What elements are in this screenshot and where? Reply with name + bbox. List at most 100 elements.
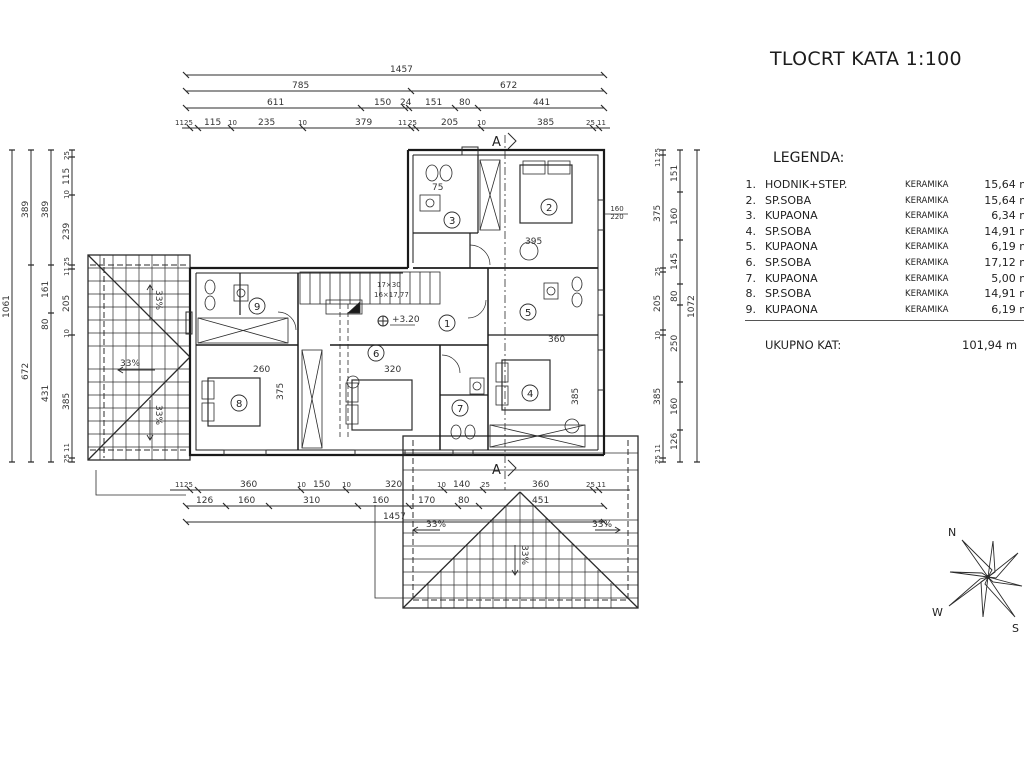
dim-label: 24	[400, 98, 412, 108]
room-number-4: 4	[527, 389, 533, 400]
section-label-bottom: A	[492, 463, 501, 478]
legend-material: KERAMIKA	[905, 226, 949, 237]
building-walls	[188, 148, 606, 457]
compass-north: N	[948, 526, 956, 539]
legend-material: KERAMIKA	[905, 289, 949, 300]
dim-label: 140	[453, 480, 470, 490]
dim-label: 80	[459, 98, 471, 108]
legend-num: 2.	[745, 193, 757, 207]
dim-total-width: 1457	[390, 65, 413, 75]
beds	[201, 160, 573, 431]
legend-room: SP.SOBA	[765, 255, 812, 269]
dim-label: 115	[204, 118, 221, 128]
legend-num: 7.	[745, 271, 757, 285]
drawing-title: TLOCRT KATA 1:100	[770, 48, 962, 70]
legend-total-label: UKUPNO KAT:	[765, 338, 842, 352]
dim-label: 170	[418, 496, 435, 506]
dim-label: 672	[21, 363, 31, 380]
dim-label: 205	[441, 118, 458, 128]
dim-label: 25	[654, 455, 662, 464]
legend-area: 15,64 m	[984, 193, 1024, 207]
dim-label: 151	[670, 165, 680, 182]
compass-labels: N W S	[932, 526, 1019, 635]
legend-room: KUPAONA	[765, 209, 818, 223]
dim-total-width-bottom: 1457	[383, 512, 406, 522]
compass-west: W	[932, 606, 943, 619]
left-roof	[87, 254, 191, 496]
legend-material: KERAMIKA	[905, 211, 949, 222]
compass-rose-icon	[948, 539, 1023, 618]
dim-label: 80	[670, 290, 680, 302]
legend-total-value: 101,94 m	[962, 338, 1018, 352]
dim-label: 10	[63, 329, 71, 338]
dim-label: 239	[62, 223, 72, 240]
slope-arrows	[117, 284, 621, 576]
dim-label: 250	[670, 335, 680, 352]
legend-material: KERAMIKA	[905, 180, 949, 190]
dim-label: 389	[21, 201, 31, 218]
legend-num: 5.	[745, 240, 757, 254]
dim-label: 150	[313, 480, 330, 490]
dim-label: 25	[654, 267, 662, 276]
dim-label: 11	[175, 481, 184, 489]
dim-label: 672	[500, 81, 517, 91]
dim-label: 205	[653, 295, 663, 312]
doors	[277, 244, 491, 374]
dim-label: 611	[267, 98, 284, 108]
room-dim: 395	[525, 237, 542, 247]
room-number-7: 7	[457, 404, 463, 415]
dim-label: 389	[41, 201, 51, 218]
legend-material: KERAMIKA	[905, 257, 949, 268]
legend-num: 8.	[745, 287, 757, 301]
dim-label: 11	[398, 119, 407, 127]
room-dim: 75	[432, 183, 443, 193]
section-arrow-bottom-icon	[507, 459, 517, 477]
room-number-2: 2	[546, 203, 552, 214]
dim-label: 385	[653, 388, 663, 405]
dim-label: 11	[597, 119, 606, 127]
legend-room: KUPAONA	[765, 302, 818, 316]
legend-room: SP.SOBA	[765, 224, 812, 238]
legend-heading: LEGENDA:	[773, 150, 845, 166]
legend-divider	[745, 320, 1024, 321]
dim-label: 785	[292, 81, 309, 91]
dim-label: 11	[654, 158, 662, 167]
dim-label: 126	[196, 496, 213, 506]
legend-area: 6,19 m	[991, 240, 1024, 254]
legend-area: 15,64 m	[984, 178, 1024, 191]
dim-label: 11	[175, 119, 184, 127]
sanitary-fixtures	[204, 164, 583, 440]
dim-label: 1072	[687, 295, 697, 318]
left-dimension-lines	[9, 149, 75, 463]
dim-label: 11	[597, 481, 606, 489]
roof-slope-label: 33%	[153, 405, 163, 425]
dim-label: 205	[62, 295, 72, 312]
dim-label: 10	[437, 481, 446, 489]
dim-label: 150	[374, 98, 391, 108]
dim-label: 160	[238, 496, 255, 506]
dim-label: 320	[385, 480, 402, 490]
dim-label: 451	[532, 496, 549, 506]
level-marker-icon	[377, 315, 415, 327]
room-dim: 385	[571, 388, 581, 405]
bottom-roof	[374, 435, 639, 609]
legend-num: 1.	[745, 178, 757, 191]
dim-label: 360	[532, 480, 549, 490]
legend-area: 14,91 m	[984, 224, 1024, 238]
dim-label: 10	[63, 190, 71, 199]
window-size-label: 160 220	[610, 205, 624, 221]
dim-label: 25	[184, 119, 193, 127]
room-number-circles	[230, 198, 558, 417]
dim-label: 115	[62, 168, 72, 185]
dim-label: 25	[481, 481, 490, 489]
dim-label: 385	[537, 118, 554, 128]
dim-label: 11	[654, 444, 662, 453]
dim-label: 10	[228, 119, 237, 127]
legend-room: SP.SOBA	[765, 287, 812, 301]
dim-label: 25	[654, 148, 662, 157]
right-dimension-lines	[660, 149, 700, 463]
